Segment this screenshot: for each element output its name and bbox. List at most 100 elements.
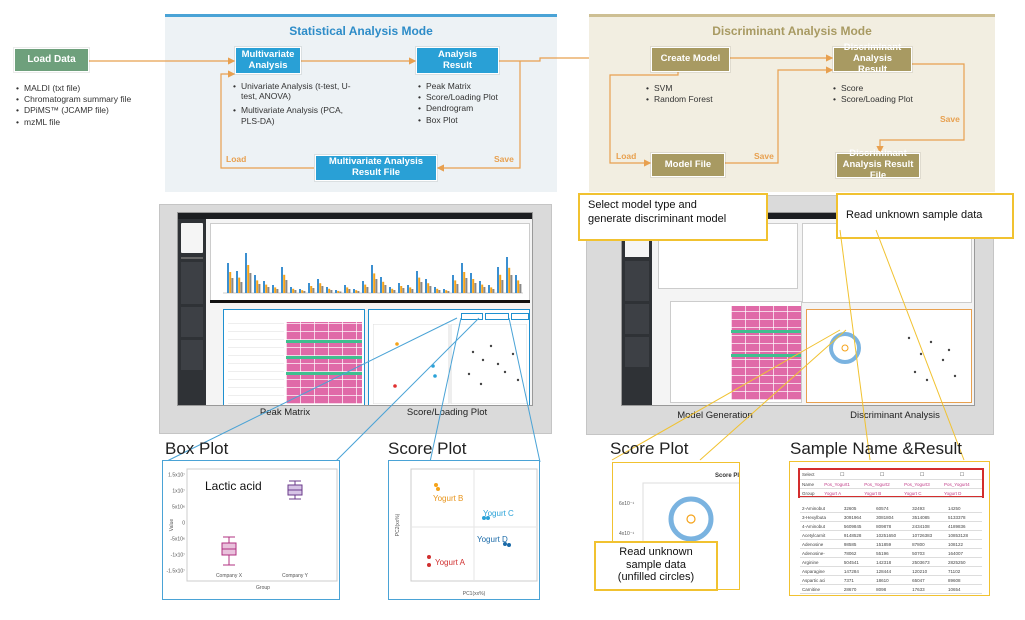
mini-bar (393, 290, 396, 293)
mini-bar (488, 285, 490, 293)
table-cell: 4189836 (946, 521, 982, 531)
table-cell: 147284 (841, 566, 875, 576)
table-cell: 120210 (910, 566, 947, 576)
result-item: Peak Matrix (418, 81, 528, 91)
load-data-list: MALDI (txt file) Chromatogram summary fi… (16, 83, 156, 128)
score-plot-2-title: Score Plot (610, 439, 689, 458)
mini-bar (420, 282, 423, 293)
mini-bar (328, 288, 331, 293)
box-plot-y-tick: -5x10⁶ (170, 537, 185, 543)
mini-bar (256, 280, 259, 293)
mini-bar (384, 285, 387, 293)
sample-header-label: Group (800, 488, 823, 498)
mini-bar (346, 287, 349, 293)
box-plot-y-tick: 1.5x10⁷ (168, 473, 185, 479)
mini-bar (497, 267, 499, 293)
mini-bar (353, 289, 355, 293)
mini-bar (339, 291, 342, 293)
table-cell: 3514085 (910, 512, 947, 522)
table-cell: 9148528 (841, 530, 875, 540)
table-cell: 151859 (874, 539, 911, 549)
mini-bar (517, 280, 520, 293)
statistical-app-window (177, 212, 533, 406)
mini-bar (508, 267, 511, 293)
mini-bar (292, 288, 295, 293)
select-checkbox[interactable]: ☐ (902, 470, 943, 480)
svg-text:6x10⁻¹: 6x10⁻¹ (619, 501, 634, 507)
select-checkbox[interactable]: ☐ (822, 470, 863, 480)
table-cell: 28670 (841, 584, 875, 594)
caption-model-generation: Model Generation (677, 410, 753, 421)
mini-bar (281, 267, 283, 293)
mini-bar (492, 289, 495, 293)
create-model-node: Create Model (650, 46, 731, 73)
mini-bar (308, 283, 310, 293)
table-cell: 2434108 (910, 521, 947, 531)
table-cell: 142318 (874, 557, 911, 567)
mini-bar (267, 287, 270, 293)
mini-bar (238, 277, 241, 293)
mini-bar (362, 281, 364, 293)
result-item: Score/Loading Plot (418, 92, 528, 102)
table-cell: 128444 (874, 566, 911, 576)
box-cat-x: Company X (216, 573, 243, 579)
result-item: Box Plot (418, 115, 528, 125)
table-cell: 78062 (841, 548, 875, 558)
multivariate-analysis-node: Multivariate Analysis (234, 46, 302, 75)
box-plot-x-label: Group (256, 585, 270, 591)
mini-bar (272, 285, 274, 293)
analysis-item: Univariate Analysis (t-test, U-test, ANO… (233, 81, 353, 101)
caption-peak-matrix: Peak Matrix (259, 407, 311, 418)
mini-bar (276, 289, 279, 293)
mini-bar (236, 271, 238, 293)
table-cell: 32493 (910, 504, 947, 513)
select-checkbox[interactable]: ☐ (942, 470, 982, 480)
mini-bar (337, 290, 340, 293)
compound-name: Adenosine- (800, 548, 842, 558)
sample-header-cell: Pos_Yogurt2 (862, 479, 903, 489)
mini-bar (258, 284, 261, 293)
mini-bar (283, 274, 286, 293)
select-checkbox[interactable]: ☐ (862, 470, 903, 480)
box-plot-y-tick: 0 (182, 521, 185, 527)
table-cell: 89608 (946, 575, 982, 585)
box-plot-y-label: Value (169, 519, 175, 532)
app-sidebar (178, 219, 206, 405)
compound-name: 4-Aminobut (800, 521, 842, 531)
mini-bar (301, 290, 304, 293)
discriminant-mode-title: Discriminant Analysis Mode (712, 24, 872, 38)
mini-bar (375, 279, 378, 293)
mini-bar (506, 257, 508, 293)
mini-bar (483, 287, 486, 293)
table-cell: 5133378 (946, 512, 982, 522)
arrow-file-to-mva (220, 70, 314, 169)
mini-bar (290, 287, 292, 293)
point-yogurt-d (503, 542, 507, 546)
compound-name: Carnitine (800, 584, 842, 594)
table-cell: 18610 (874, 575, 911, 585)
box-plot-y-tick: -1.5x10⁷ (167, 569, 186, 575)
table-cell: 10726383 (910, 530, 947, 540)
mini-bar (357, 291, 360, 293)
mini-bar (321, 286, 324, 293)
model-item: SVM (646, 83, 746, 93)
table-cell: 55196 (874, 548, 911, 558)
point-yogurt-a (427, 555, 431, 559)
analysis-item: Multivariate Analysis (PCA, PLS-DA) (233, 105, 353, 125)
dresult-item: Score/Loading Plot (833, 94, 943, 104)
mini-bar (285, 280, 288, 293)
mini-bar (245, 253, 247, 293)
sample-header-label: Name (800, 479, 823, 489)
mini-bar (474, 283, 477, 293)
mini-bar (470, 273, 472, 293)
mini-bar (400, 286, 403, 293)
mini-bar (254, 275, 256, 293)
compound-name: Asparagine (800, 566, 842, 576)
mini-bar (461, 263, 463, 293)
